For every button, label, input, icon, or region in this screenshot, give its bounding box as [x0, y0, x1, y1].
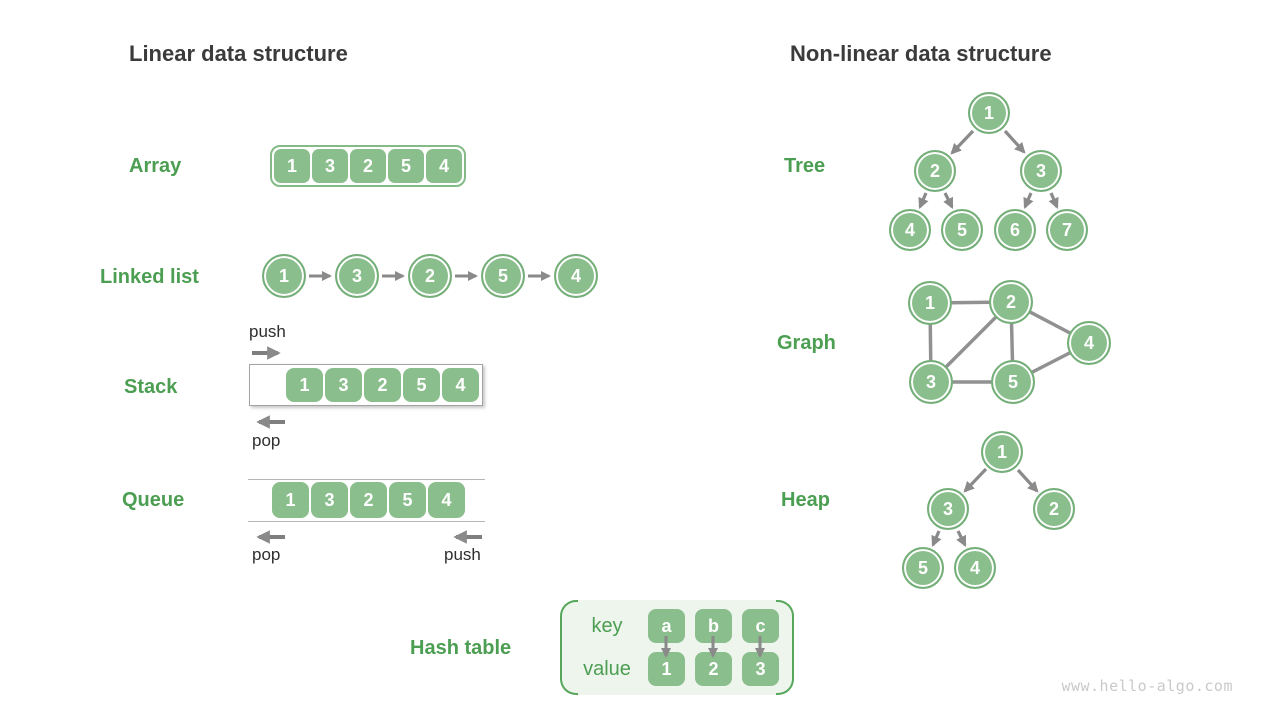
queue-cell: 4: [428, 482, 465, 518]
queue-push-text: push: [444, 545, 481, 564]
array-cell: 2: [350, 149, 386, 183]
queue-container: 1 3 2 5 4: [272, 482, 465, 518]
hash-table-label: Hash table: [410, 637, 512, 659]
array-cell: 4: [426, 149, 462, 183]
linked-list-node: 2: [408, 254, 452, 298]
graph-label: Graph: [777, 332, 836, 354]
array-cell: 1: [274, 149, 310, 183]
tree-node: 5: [941, 209, 983, 251]
tree-node: 7: [1046, 209, 1088, 251]
tree-edge-3-7: [1048, 192, 1059, 210]
hash-value-cell: 2: [695, 652, 732, 686]
stack-container: 1 3 2 5 4: [249, 364, 483, 406]
stack-cell: 1: [286, 368, 323, 402]
tree-node: 1: [968, 92, 1010, 134]
stack-label: Stack: [124, 376, 178, 398]
queue-cell: 5: [389, 482, 426, 518]
heap-node: 3: [927, 488, 969, 530]
tree-edge-1-3: [1003, 129, 1026, 154]
queue-bottom-line: [248, 521, 485, 522]
heap-node: 2: [1033, 488, 1075, 530]
hash-key-header: key: [591, 615, 623, 637]
heap-node: 4: [954, 547, 996, 589]
heap-edge-1-3: [963, 467, 988, 493]
stack-cell: 5: [403, 368, 440, 402]
linear-title: Linear data structure: [129, 41, 348, 66]
hash-key-cell: a: [648, 609, 685, 643]
array-label: Array: [129, 155, 182, 177]
tree-node: 4: [889, 209, 931, 251]
nonlinear-title: Non-linear data structure: [790, 41, 1052, 66]
watermark: www.hello-algo.com: [1061, 677, 1233, 695]
hash-key-cell: c: [742, 609, 779, 643]
heap-node: 5: [902, 547, 944, 589]
stack-pop-text: pop: [252, 431, 281, 450]
tree-edge-3-6: [1023, 192, 1034, 210]
heap-edge-1-2: [1016, 468, 1039, 493]
linked-list-label: Linked list: [100, 266, 199, 288]
linked-list-node: 1: [262, 254, 306, 298]
stack-push-text: push: [249, 322, 286, 341]
queue-cell: 3: [311, 482, 348, 518]
linked-list-node: 5: [481, 254, 525, 298]
tree-label: Tree: [784, 155, 826, 177]
array-container: 1 3 2 5 4: [270, 145, 466, 187]
linked-list-node: 4: [554, 254, 598, 298]
hash-value-cell: 3: [742, 652, 779, 686]
tree-node: 2: [914, 150, 956, 192]
tree-node: 6: [994, 209, 1036, 251]
array-cell: 5: [388, 149, 424, 183]
hash-key-cell: b: [695, 609, 732, 643]
graph-node: 4: [1067, 321, 1111, 365]
graph-node: 1: [908, 281, 952, 325]
hash-bracket-left: [560, 600, 578, 695]
queue-label: Queue: [122, 489, 185, 511]
tree-node: 3: [1020, 150, 1062, 192]
tree-edge-2-5: [943, 192, 954, 209]
linked-list-node: 3: [335, 254, 379, 298]
heap-edge-3-4: [956, 530, 967, 547]
array-cell: 3: [312, 149, 348, 183]
stack-cell: 3: [325, 368, 362, 402]
graph-node: 2: [989, 280, 1033, 324]
graph-node: 5: [991, 360, 1035, 404]
heap-node: 1: [981, 431, 1023, 473]
queue-pop-text: pop: [252, 545, 281, 564]
queue-cell: 1: [272, 482, 309, 518]
stack-cell: 2: [364, 368, 401, 402]
heap-edge-3-5: [931, 530, 942, 548]
stack-cell: 4: [442, 368, 479, 402]
hash-value-cell: 1: [648, 652, 685, 686]
queue-cell: 2: [350, 482, 387, 518]
heap-label: Heap: [781, 489, 830, 511]
tree-edge-2-4: [918, 192, 929, 210]
tree-edge-1-2: [950, 129, 975, 155]
graph-node: 3: [909, 360, 953, 404]
queue-top-line: [248, 479, 485, 480]
hash-value-header: value: [583, 658, 631, 680]
